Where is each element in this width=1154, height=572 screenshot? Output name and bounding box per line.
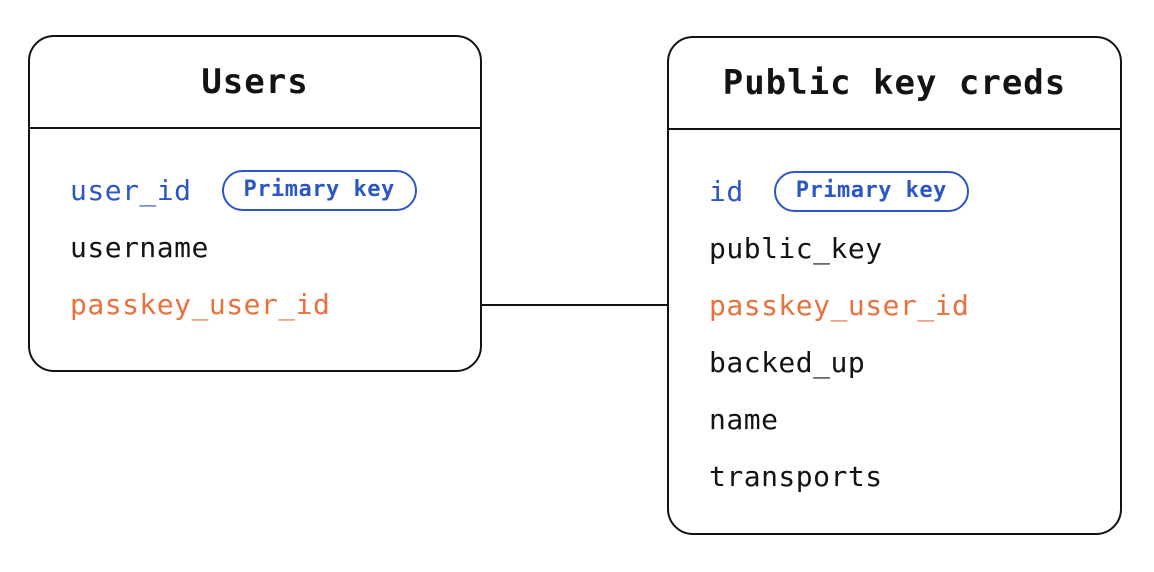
field-name-public_key: public_key	[709, 232, 883, 265]
field-name-backed_up: backed_up	[709, 346, 866, 379]
table-users-fields: user_id Primary key username passkey_user_i…	[30, 129, 480, 333]
field-name-passkey_user_id: passkey_user_id	[70, 288, 331, 321]
table-public-key-creds[interactable]: Public key creds id Primary key public_key…	[667, 36, 1122, 535]
field-row: transports	[709, 448, 1100, 505]
table-users[interactable]: Users user_id Primary key username passkey_…	[28, 35, 482, 372]
primary-key-badge: Primary key	[773, 171, 969, 212]
field-row: username	[70, 219, 460, 276]
field-name-transports: transports	[709, 460, 883, 493]
field-name-name: name	[709, 403, 779, 436]
field-row: public_key	[709, 220, 1100, 277]
primary-key-badge: Primary key	[221, 170, 417, 211]
table-public-key-creds-title: Public key creds	[669, 38, 1120, 130]
field-name-user_id: user_id	[70, 174, 192, 207]
field-row: passkey_user_id	[70, 276, 460, 333]
field-row: name	[709, 391, 1100, 448]
field-name-username: username	[70, 231, 209, 264]
table-users-title: Users	[30, 37, 480, 129]
relationship-connector-line	[482, 304, 667, 306]
field-name-passkey_user_id: passkey_user_id	[709, 289, 970, 322]
field-row: backed_up	[709, 334, 1100, 391]
field-row: passkey_user_id	[709, 277, 1100, 334]
field-row: user_id Primary key	[70, 162, 460, 219]
field-row: id Primary key	[709, 163, 1100, 220]
field-name-id: id	[709, 175, 744, 208]
